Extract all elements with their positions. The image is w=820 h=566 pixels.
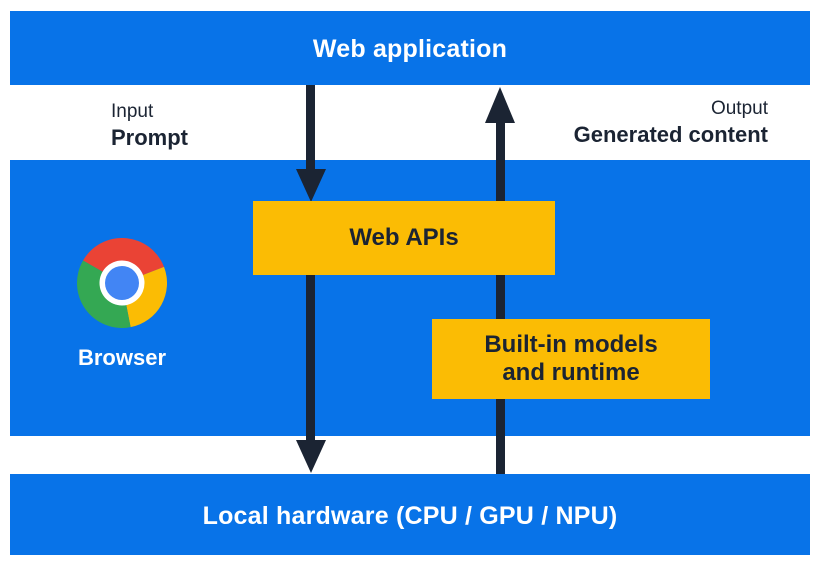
input-flow-label: Input Prompt: [111, 100, 188, 152]
input-subject: Prompt: [111, 125, 188, 151]
web-apis-box: Web APIs: [253, 201, 555, 275]
chrome-icon: [77, 238, 167, 328]
up-arrow-head: [485, 87, 515, 123]
down-arrow-lower-head: [296, 440, 326, 473]
output-flow-label: Output Generated content: [574, 97, 768, 149]
browser-block: Browser: [52, 238, 192, 371]
down-arrow-lower-shaft: [306, 275, 315, 443]
web-application-label: Web application: [312, 35, 508, 63]
web-application-layer: Web application: [10, 11, 810, 85]
local-hardware-layer: Local hardware (CPU / GPU / NPU): [10, 474, 810, 555]
down-arrow-upper-shaft: [306, 85, 315, 175]
builtin-models-line2: and runtime: [502, 359, 640, 386]
down-arrow-upper-head: [296, 169, 326, 202]
web-apis-label: Web APIs: [349, 223, 459, 251]
builtin-models-box: Built-in models and runtime: [432, 319, 710, 399]
output-caption: Output: [710, 98, 768, 119]
local-hardware-label: Local hardware (CPU / GPU / NPU): [202, 502, 618, 530]
input-caption: Input: [111, 101, 154, 122]
output-subject: Generated content: [573, 122, 768, 148]
browser-label: Browser: [77, 345, 167, 370]
builtin-models-line1: Built-in models: [484, 330, 658, 358]
up-arrow-shaft: [496, 118, 505, 474]
builtin-models-label: Built-in models and runtime: [484, 331, 657, 388]
